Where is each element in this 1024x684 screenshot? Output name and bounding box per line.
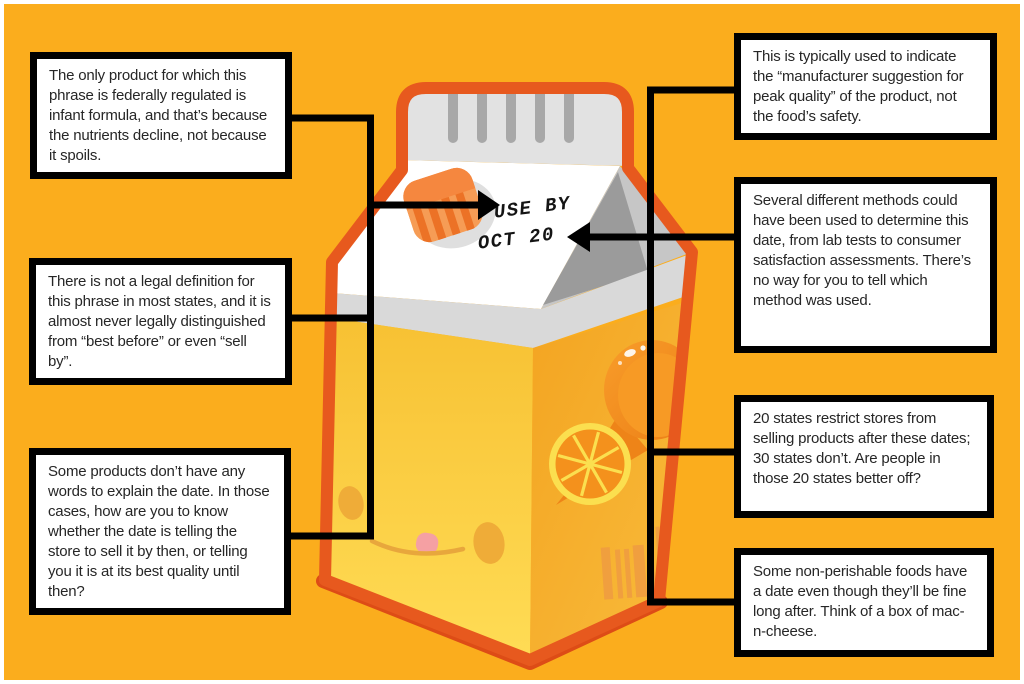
carton-crimp-bars bbox=[448, 88, 574, 143]
carton-outline bbox=[319, 82, 698, 666]
orange-highlight-dot bbox=[640, 345, 646, 351]
orange-slice-icon bbox=[549, 423, 631, 505]
callout-no-legal-definition-text: There is not a legal definition for this… bbox=[48, 273, 271, 370]
callout-non-perishable-text: Some non-perishable foods have a date ev… bbox=[753, 563, 968, 640]
callout-state-restrictions: 20 states restrict stores from selling p… bbox=[734, 395, 994, 518]
callout-no-explaining-words: Some products don’t have any words to ex… bbox=[29, 448, 291, 615]
carton-blush-right bbox=[473, 522, 505, 564]
connectors bbox=[288, 86, 737, 606]
arrow-to-use-by-icon bbox=[478, 190, 500, 220]
orange-highlight-dot2 bbox=[618, 361, 622, 365]
carton-blush-left bbox=[338, 486, 364, 520]
callout-federal-regulation-text: The only product for which this phrase i… bbox=[49, 67, 268, 164]
arrow-to-oct-20-icon bbox=[567, 222, 590, 252]
carton-face-smile bbox=[369, 538, 466, 556]
callout-no-explaining-words-text: Some products don’t have any words to ex… bbox=[48, 463, 270, 600]
callout-state-restrictions-text: 20 states restrict stores from selling p… bbox=[753, 410, 971, 487]
callout-determination-methods: Several different methods could have bee… bbox=[734, 177, 997, 353]
carton-roof-band bbox=[332, 254, 692, 348]
callout-federal-regulation: The only product for which this phrase i… bbox=[30, 52, 292, 179]
callout-peak-quality: This is typically used to indicate the “… bbox=[734, 33, 997, 140]
carton-tongue bbox=[415, 532, 439, 555]
carton-front-face bbox=[325, 318, 533, 659]
callout-no-legal-definition: There is not a legal definition for this… bbox=[29, 258, 292, 385]
callout-non-perishable: Some non-perishable foods have a date ev… bbox=[734, 548, 994, 657]
callout-peak-quality-text: This is typically used to indicate the “… bbox=[753, 48, 964, 125]
orange-highlight bbox=[624, 349, 636, 357]
juice-carton: USE BY OCT 20 bbox=[316, 82, 698, 670]
callout-determination-methods-text: Several different methods could have bee… bbox=[753, 192, 971, 309]
